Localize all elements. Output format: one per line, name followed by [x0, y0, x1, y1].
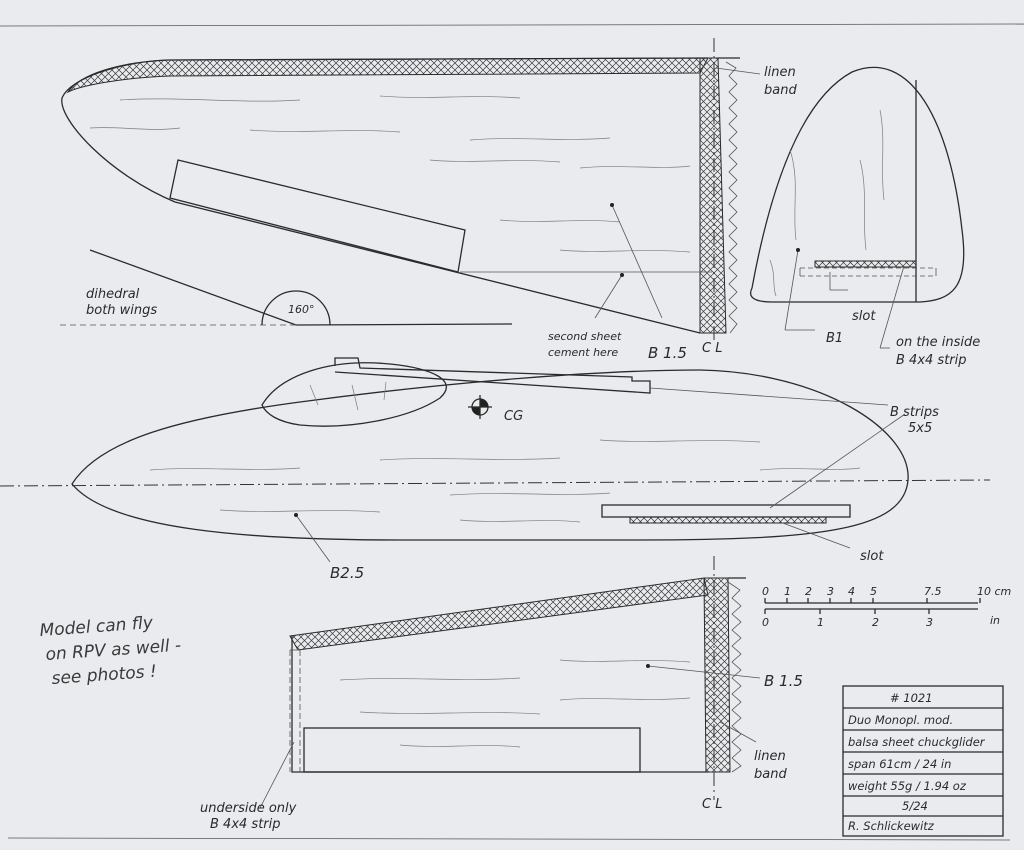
title-block: [842, 685, 1004, 837]
label-cg: CG: [504, 409, 523, 424]
sheet-border: [0, 23, 1024, 841]
svg-text:band: band: [754, 767, 787, 782]
scale-cm-label: 4: [848, 585, 855, 598]
flight-note: Model can fly on RPV as well - see photo…: [39, 613, 182, 689]
wing-bottom-view: [259, 577, 761, 809]
fuselage-view: [71, 357, 909, 563]
scale-cm-label: 7.5: [924, 585, 942, 598]
label-second-sheet: second sheet cement here: [548, 330, 622, 359]
fin-view: [749, 66, 965, 349]
svg-text:B 4x4 strip: B 4x4 strip: [210, 817, 281, 832]
svg-text:Model can fly: Model can fly: [39, 613, 154, 641]
title-block-number: # 1021: [890, 691, 933, 705]
label-dihedral: dihedral both wings: [86, 287, 157, 318]
svg-text:second sheet: second sheet: [548, 330, 622, 343]
scale-cm-label: 3: [827, 585, 834, 598]
scale-in-labels: 0 1 2 3: [762, 616, 933, 629]
label-cl-top: C L: [702, 341, 722, 356]
scale-in-unit: in: [990, 614, 1000, 627]
title-block-line-3: span 61cm / 24 in: [848, 757, 951, 771]
scale-in-label: 3: [926, 616, 933, 629]
fuselage-centerline: [0, 479, 991, 487]
label-angle: 160°: [288, 303, 315, 316]
svg-text:linen: linen: [754, 749, 786, 764]
title-block-line-5: 5/24: [902, 799, 928, 813]
label-slot-fin: slot: [852, 309, 876, 324]
scale-in-label: 1: [817, 616, 824, 629]
title-block-author: R. Schlickewitz: [848, 819, 935, 833]
title-block-line-1: Duo Monopl. mod.: [848, 713, 953, 727]
label-inside-strip: on the inside B 4x4 strip: [896, 335, 980, 368]
svg-text:band: band: [764, 83, 797, 98]
scale-cm-label: 5: [870, 585, 877, 598]
label-b1: B1: [826, 331, 843, 346]
label-slot-fuselage: slot: [860, 549, 884, 564]
svg-text:underside only: underside only: [200, 801, 297, 816]
svg-text:B 4x4 strip: B 4x4 strip: [896, 353, 967, 368]
label-underside: underside only B 4x4 strip: [200, 801, 297, 832]
label-linen-band-bottom: linen band: [754, 749, 787, 782]
svg-text:5x5: 5x5: [908, 421, 932, 436]
label-linen-band-top: linen band: [764, 65, 797, 98]
svg-text:both wings: both wings: [86, 303, 157, 318]
dihedral-sketch: [60, 249, 513, 326]
scale-cm-label: 1: [784, 585, 791, 598]
svg-text:see photos !: see photos !: [51, 662, 157, 689]
scale-cm-labels: 0 1 2 3 4 5 7.5 10 cm: [762, 585, 1011, 598]
title-block-line-4: weight 55g / 1.94 oz: [848, 779, 967, 793]
scale-in-label: 2: [872, 616, 879, 629]
scale-cm-label: 2: [805, 585, 812, 598]
svg-text:dihedral: dihedral: [86, 287, 140, 302]
label-b-strips: B strips 5x5: [890, 405, 939, 436]
svg-text:on RPV as well -: on RPV as well -: [45, 636, 182, 665]
label-b25: B2.5: [330, 564, 364, 582]
label-cl-bottom: C L: [702, 797, 722, 812]
scale-bar: [764, 598, 981, 614]
label-b15-top: B 1.5: [648, 344, 687, 362]
svg-text:on the inside: on the inside: [896, 335, 980, 350]
svg-text:cement here: cement here: [548, 346, 618, 359]
scale-in-label: 0: [762, 616, 769, 629]
scale-cm-label: 0: [762, 585, 769, 598]
scale-cm-label: 10 cm: [977, 585, 1011, 598]
wing-top-view: [61, 57, 761, 334]
title-block-line-2: balsa sheet chuckglider: [848, 735, 986, 749]
svg-text:linen: linen: [764, 65, 796, 80]
svg-text:B strips: B strips: [890, 405, 939, 420]
label-b15-bottom: B 1.5: [764, 672, 803, 690]
